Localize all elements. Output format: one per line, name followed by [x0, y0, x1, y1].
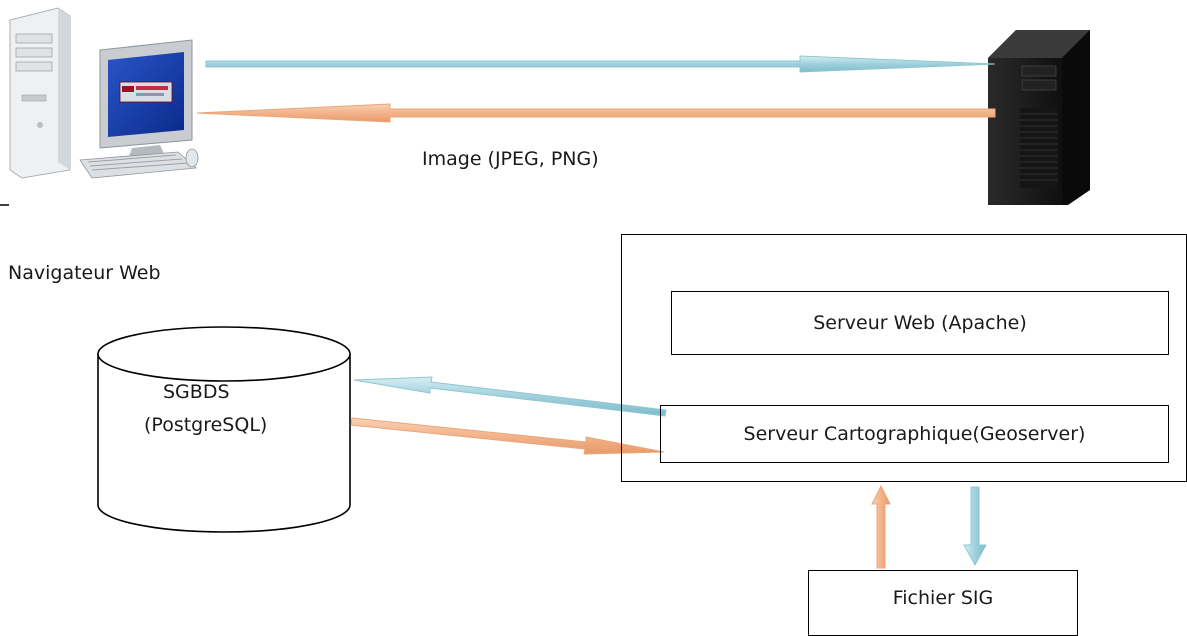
response-arrow-server-to-client: [196, 103, 996, 123]
gis-file-box: Fichier SIG: [808, 570, 1078, 636]
web-server-label: Serveur Web (Apache): [813, 312, 1027, 334]
request-arrow-mapserver-to-db: [353, 376, 667, 417]
map-server-box: Serveur Cartographique(Geoserver): [660, 405, 1169, 463]
request-arrow-client-to-server: [205, 55, 996, 73]
tower-server-icon: [988, 30, 1090, 205]
desktop-computer-icon: [9, 7, 199, 179]
arrow-mapserver-to-gisfile: [963, 486, 987, 567]
response-arrow-db-to-mapserver: [350, 417, 665, 455]
database-cylinder: [97, 326, 351, 533]
browser-label: Navigateur Web: [8, 262, 161, 284]
database-subtitle: (PostgreSQL): [144, 414, 268, 436]
map-server-label: Serveur Cartographique(Geoserver): [743, 423, 1086, 445]
database-title: SGBDS: [163, 381, 230, 403]
arrow-gisfile-to-mapserver: [871, 484, 891, 569]
image-format-label: Image (JPEG, PNG): [422, 148, 599, 170]
gis-file-label: Fichier SIG: [892, 587, 994, 609]
web-server-box: Serveur Web (Apache): [671, 291, 1169, 355]
